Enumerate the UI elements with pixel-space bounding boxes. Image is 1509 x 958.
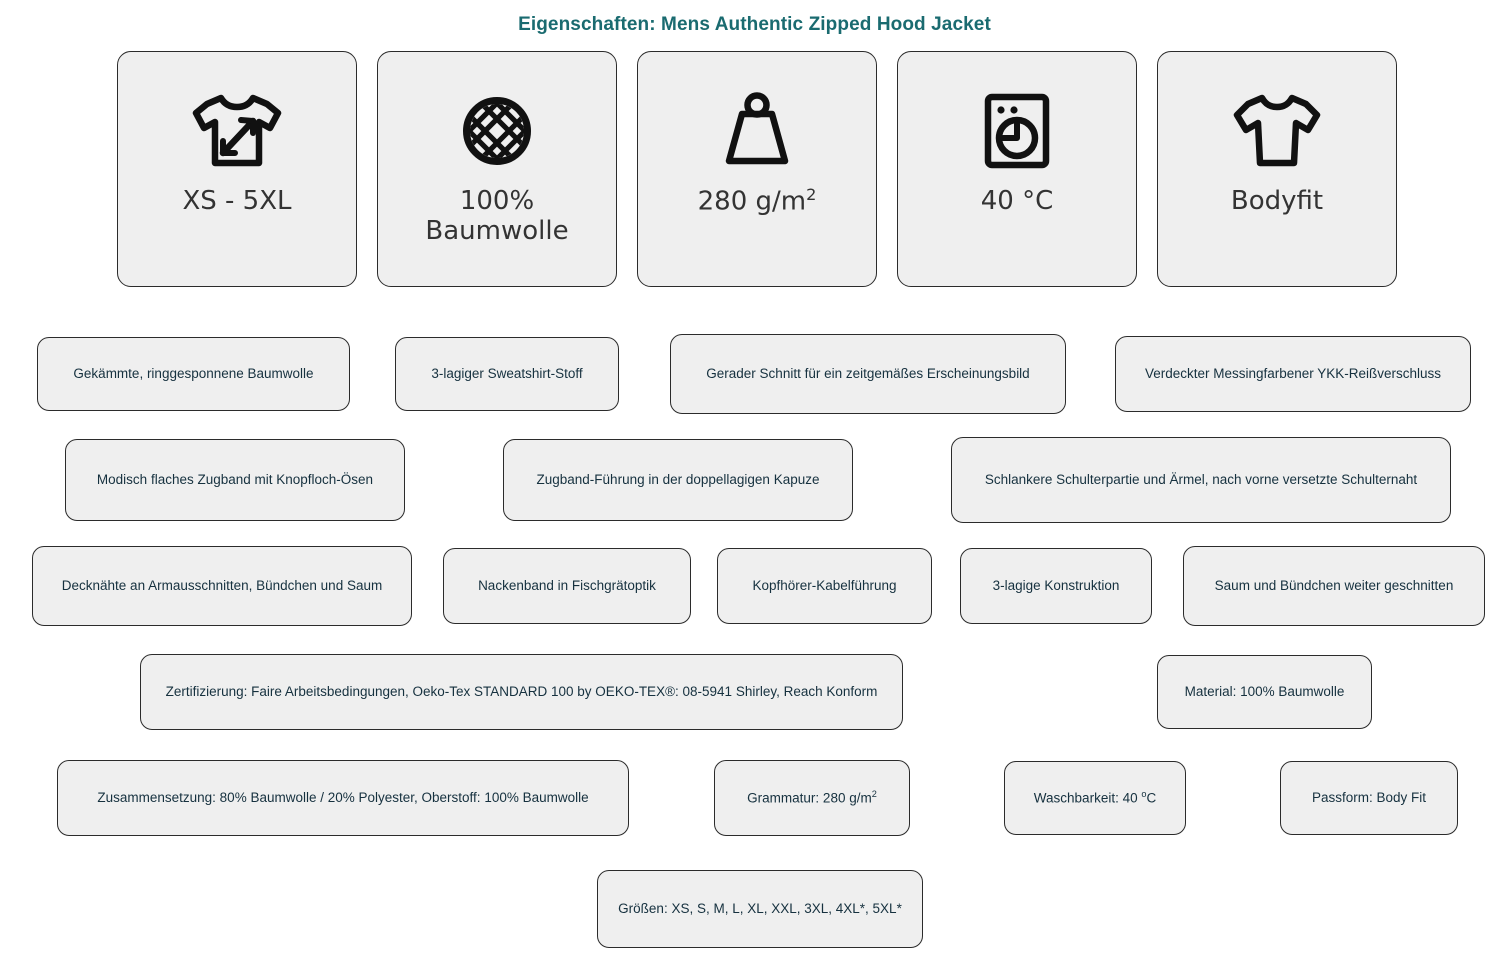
feature-text-suffix: C: [1146, 790, 1157, 806]
icon-card-material-label: 100% Baumwolle: [419, 186, 574, 247]
tshirt-size-arrow-icon: [191, 88, 283, 174]
icon-card-weight-sup: 2: [806, 185, 817, 204]
icon-card-size: XS - 5XL: [117, 51, 357, 287]
icon-card-size-label: XS - 5XL: [182, 186, 292, 216]
icon-card-wash-label: 40 °C: [980, 186, 1054, 216]
icon-card-weight-label-text: 280 g/m: [697, 186, 807, 217]
icon-card-fit-label: Bodyfit: [1230, 186, 1324, 216]
icon-card-material-label-line2: Baumwolle: [425, 216, 569, 247]
feature-box: Schlankere Schulterpartie und Ärmel, nac…: [951, 437, 1451, 523]
feature-box: Kopfhörer-Kabelführung: [717, 548, 932, 624]
feature-text-sup: o: [1141, 788, 1147, 799]
feature-box: Modisch flaches Zugband mit Knopfloch-Ös…: [65, 439, 405, 521]
icon-card-material-label-line1: 100%: [459, 186, 535, 216]
feature-box-grammatur: Grammatur: 280 g/m2: [714, 760, 910, 836]
feature-box: Decknähte an Armausschnitten, Bündchen u…: [32, 546, 412, 626]
washing-machine-icon: [981, 88, 1053, 174]
icon-card-weight-label: 280 g/m2: [692, 185, 823, 217]
feature-box: Zugband-Führung in der doppellagigen Kap…: [503, 439, 853, 521]
feature-box: Zusammensetzung: 80% Baumwolle / 20% Pol…: [57, 760, 629, 836]
feature-box: Gerader Schnitt für ein zeitgemäßes Ersc…: [670, 334, 1066, 414]
feature-text-prefix: Waschbarkeit: 40: [1033, 790, 1142, 806]
feature-box: Passform: Body Fit: [1280, 761, 1458, 835]
icon-card-wash: 40 °C: [897, 51, 1137, 287]
feature-box: Gekämmte, ringgesponnene Baumwolle: [37, 337, 350, 411]
feature-box: Zertifizierung: Faire Arbeitsbedingungen…: [140, 654, 903, 730]
feature-text-sup: 2: [871, 788, 877, 799]
feature-box: Saum und Bündchen weiter geschnitten: [1183, 546, 1485, 626]
page-title: Eigenschaften: Mens Authentic Zipped Hoo…: [518, 14, 991, 35]
feature-box: Nackenband in Fischgrätoptik: [443, 548, 691, 624]
tshirt-bodyfit-icon: [1231, 88, 1323, 174]
feature-box: Verdeckter Messingfarbener YKK-Reißversc…: [1115, 336, 1471, 412]
weight-icon: [715, 88, 799, 174]
feature-box: 3-lagiger Sweatshirt-Stoff: [395, 337, 619, 411]
feature-box: Größen: XS, S, M, L, XL, XXL, 3XL, 4XL*,…: [597, 870, 923, 948]
icon-card-material: 100% Baumwolle: [377, 51, 617, 287]
feature-box: Material: 100% Baumwolle: [1157, 655, 1372, 729]
feature-text-prefix: Grammatur: 280 g/m: [747, 790, 872, 806]
icon-card-weight: 280 g/m2: [637, 51, 877, 287]
feature-text: Waschbarkeit: 40 oC: [1034, 789, 1156, 807]
cotton-weave-circle-icon: [457, 88, 537, 174]
feature-box: 3-lagige Konstruktion: [960, 548, 1152, 624]
feature-box-waschbarkeit: Waschbarkeit: 40 oC: [1004, 761, 1186, 835]
icon-card-fit: Bodyfit: [1157, 51, 1397, 287]
feature-text: Grammatur: 280 g/m2: [747, 789, 877, 807]
